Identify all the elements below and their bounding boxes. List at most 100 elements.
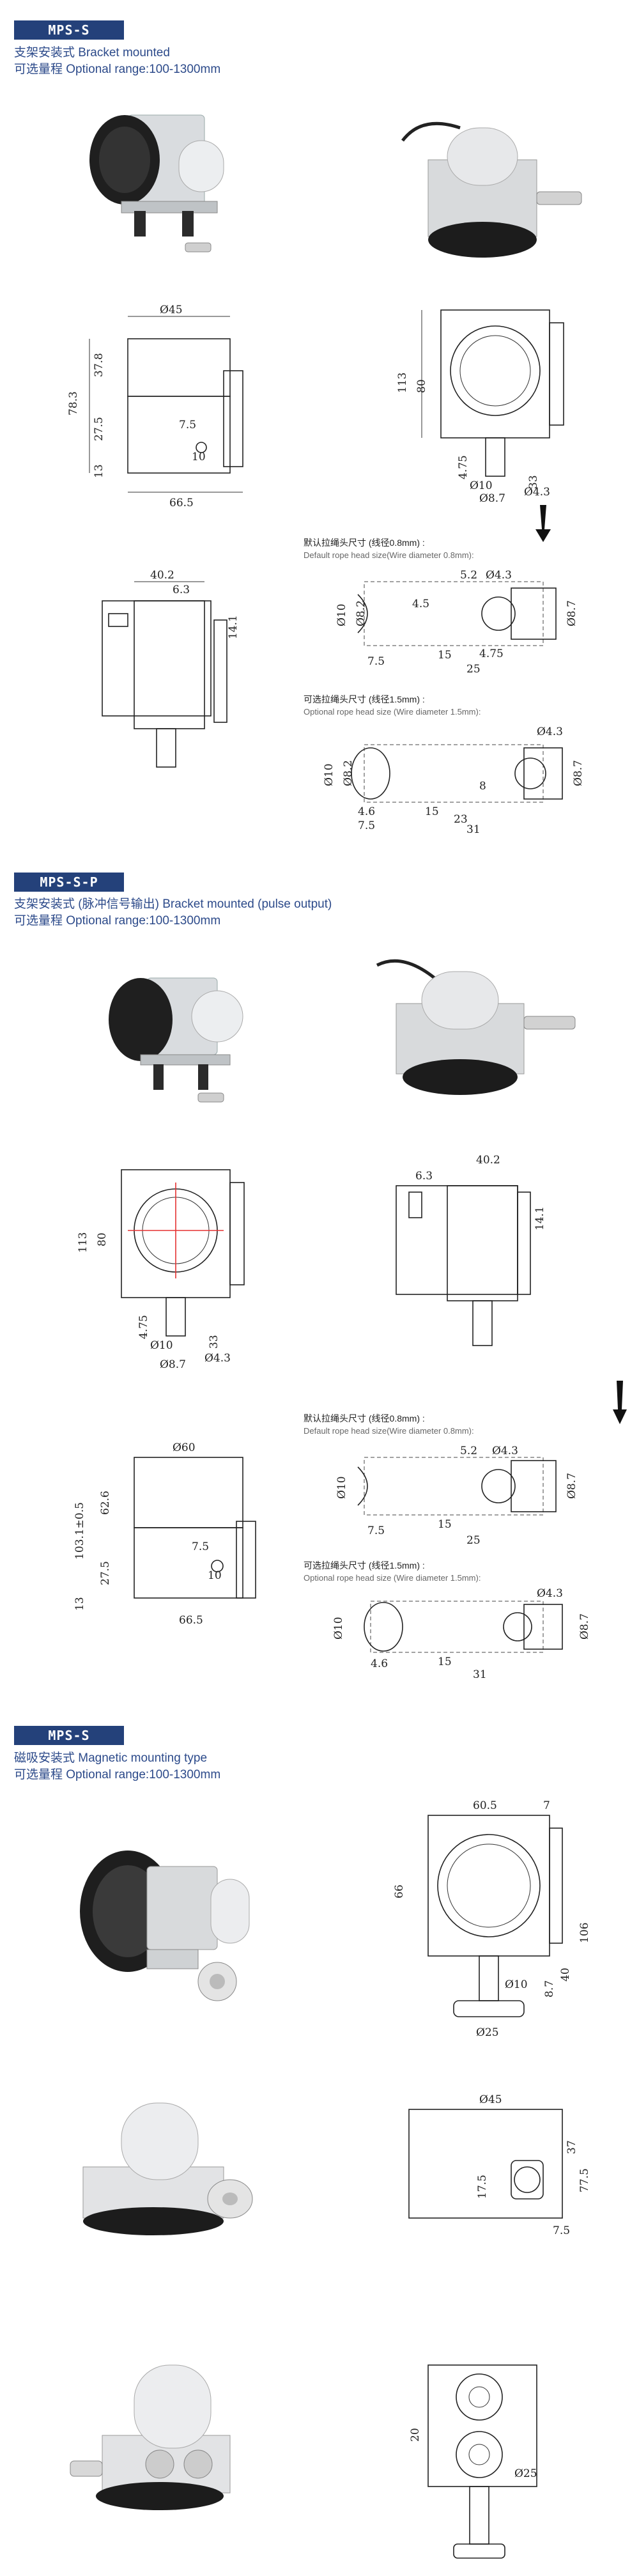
dim-rope2-d46: 4.6 xyxy=(358,805,375,818)
dim-rope1b-d87: Ø8.7 xyxy=(566,1473,578,1499)
dim-s2-d103: 103.1±0.5 xyxy=(73,1502,86,1560)
arrow-down-icon-2 xyxy=(613,1381,627,1424)
dim-rope1-d52: 5.2 xyxy=(460,569,477,582)
section-tag-mps-s-p: MPS-S-P xyxy=(14,873,124,892)
dim-s3-mid-d37: 37 xyxy=(566,2140,578,2154)
section3-desc-line2: 可选量程 Optional range:100-1300mm xyxy=(14,1768,221,1781)
dim-rope2-d43: Ø4.3 xyxy=(537,725,563,738)
dim-s2-side-d475: 4.75 xyxy=(137,1315,150,1339)
section-desc-line1: 支架安装式 Bracket mounted xyxy=(14,46,170,59)
drawing-side-s1: 113 80 4.75 Ø10 33 Ø8.7 Ø4.3 xyxy=(396,309,564,505)
dim-s3-mid-d77: 77.5 xyxy=(578,2168,591,2192)
drawing-magnetic-front: 60.5 7 66 106 40 Ø10 8.7 Ø25 xyxy=(393,1799,591,2039)
dim-s1-side-d475: 4.75 xyxy=(457,455,470,479)
dim-rope2-d87: Ø8.7 xyxy=(572,760,585,786)
dim-rope2-d15: 15 xyxy=(425,805,439,818)
dim-s3-d10: Ø10 xyxy=(505,1978,528,1991)
dim-s1-side-d10: Ø10 xyxy=(470,479,493,492)
dim-rope2b-d46: 4.6 xyxy=(371,1657,388,1670)
rope-note-optional-cn: 可选拉绳头尺寸 (线径1.5mm) : xyxy=(304,694,425,704)
dim-s3-mid-d175: 17.5 xyxy=(476,2175,489,2199)
dim-s3-d106: 106 xyxy=(578,1923,591,1943)
drawing-top-s1: 40.2 6.3 14.1 xyxy=(102,569,240,768)
dim-s1-d27: 27.5 xyxy=(93,417,105,441)
rope-note-default-cn: 默认拉绳头尺寸 (线径0.8mm) : xyxy=(304,538,425,548)
dim-s1-top-d40: 40.2 xyxy=(150,569,174,582)
drawing-side-s2: 113 80 4.75 Ø10 33 Ø8.7 Ø4.3 xyxy=(77,1169,245,1371)
dim-rope2-d8: 8 xyxy=(479,780,486,793)
dim-rope1-d10: Ø10 xyxy=(335,603,348,626)
dim-rope2b-d10: Ø10 xyxy=(332,1617,345,1640)
dim-s2-d60: Ø60 xyxy=(173,1441,196,1454)
section-tag-mps-s-magnetic: MPS-S xyxy=(14,1726,124,1745)
dim-rope1b-d10: Ø10 xyxy=(335,1476,348,1499)
product-photo-magnetic-3 xyxy=(70,2364,231,2510)
dim-rope1-d475: 4.75 xyxy=(479,648,504,660)
dim-rope1b-d52: 5.2 xyxy=(460,1445,477,1457)
dim-s3-mid-d75: 7.5 xyxy=(553,2224,570,2237)
dim-rope2-d82: Ø8.2 xyxy=(342,760,355,786)
dim-s2-top-d141: 14.1 xyxy=(534,1206,546,1230)
dim-s2-d66: 66.5 xyxy=(179,1614,203,1627)
dim-rope2b-d43: Ø4.3 xyxy=(537,1587,563,1600)
dim-s2-d13: 13 xyxy=(73,1597,86,1611)
product-photo-magnetic-2 xyxy=(82,2102,253,2235)
dim-rope2-d75: 7.5 xyxy=(358,819,375,832)
drawing-front-s2: Ø60 103.1±0.5 62.6 27.5 13 7.5 10 66.5 xyxy=(73,1441,256,1627)
dim-rope1b-d75: 7.5 xyxy=(367,1525,385,1537)
dim-s3-bot-d20: 20 xyxy=(409,2428,422,2442)
rope-note-default-2: 默认拉绳头尺寸 (线径0.8mm) : Default rope head si… xyxy=(304,1413,474,1437)
drawing-top-s2: 40.2 6.3 14.1 xyxy=(396,1154,546,1346)
dim-s3-d7: 7 xyxy=(543,1799,550,1812)
drawing-rope-optional-s2: Ø4.3 Ø10 Ø8.7 4.6 15 31 xyxy=(332,1587,591,1681)
dim-s2-d27: 27.5 xyxy=(99,1561,112,1585)
rope-note-optional-en-2: Optional rope head size (Wire diameter 1… xyxy=(304,1573,481,1583)
dim-s1-top-d141: 14.1 xyxy=(227,615,240,639)
dim-rope1-d87: Ø8.7 xyxy=(566,600,578,626)
dim-s2-d7: 7.5 xyxy=(192,1540,209,1553)
dim-rope1b-d25: 25 xyxy=(466,1534,481,1547)
dim-s1-d37: 37.8 xyxy=(93,353,105,377)
rope-note-optional-2: 可选拉绳头尺寸 (线径1.5mm) : Optional rope head s… xyxy=(304,1560,481,1584)
dim-s1-side-d87: Ø8.7 xyxy=(479,492,505,505)
rope-note-optional-cn-2: 可选拉绳头尺寸 (线径1.5mm) : xyxy=(304,1560,425,1571)
product-photo-magnetic-1 xyxy=(80,1851,250,2001)
section-tag-mps-s: MPS-S xyxy=(14,20,124,40)
dim-s3-d40: 40 xyxy=(559,1967,572,1982)
dim-s2-d10: 10 xyxy=(208,1569,222,1582)
dim-s1-top-d63: 6.3 xyxy=(173,584,190,596)
dim-rope2-d31: 31 xyxy=(466,823,481,834)
dim-rope1b-d15: 15 xyxy=(438,1518,452,1531)
dim-rope2b-d87: Ø8.7 xyxy=(578,1613,591,1640)
dim-rope1-d75: 7.5 xyxy=(367,655,385,668)
product-photo-bracket-cable xyxy=(401,121,582,258)
dim-rope1-d82: Ø8.2 xyxy=(355,600,367,626)
drawing-rope-optional-s1: Ø4.3 Ø10 Ø8.2 Ø8.7 4.6 7.5 15 23 31 8 xyxy=(323,725,585,834)
drawing-magnetic-mid: Ø45 37 77.5 17.5 7.5 xyxy=(408,2093,591,2237)
dim-rope2b-d31: 31 xyxy=(473,1668,487,1681)
dim-s3-d605: 60.5 xyxy=(473,1799,497,1812)
dim-s2-side-d10: Ø10 xyxy=(150,1339,173,1352)
dim-s1-side-d43: Ø4.3 xyxy=(524,486,550,499)
drawing-rope-default-s1: Ø4.3 5.2 Ø10 Ø8.2 Ø8.7 7.5 15 4.75 25 4.… xyxy=(335,569,578,676)
dim-s2-side-d43: Ø4.3 xyxy=(204,1352,231,1365)
dim-s2-side-d87: Ø8.7 xyxy=(160,1358,186,1371)
rope-note-optional: 可选拉绳头尺寸 (线径1.5mm) : Optional rope head s… xyxy=(304,694,481,718)
section2-desc-line1: 支架安装式 (脉冲信号输出) Bracket mounted (pulse ou… xyxy=(14,897,332,911)
dim-s3-d25: Ø25 xyxy=(476,2026,499,2039)
dim-s2-side-d80: 80 xyxy=(96,1232,109,1246)
dim-s1-d10: 10 xyxy=(192,451,206,463)
drawing-magnetic-bottom: 20 Ø25 xyxy=(409,2364,537,2559)
dim-s1-d78: 78.3 xyxy=(67,391,80,415)
drawing-front-s1: Ø45 78.3 37.8 27.5 13 7.5 10 66.5 xyxy=(67,304,243,509)
product-photo-pulse-cable xyxy=(376,959,576,1095)
dim-s3-d87: 8.7 xyxy=(543,1980,556,1998)
dim-s3-bot-d25: Ø25 xyxy=(514,2467,537,2480)
dim-s2-top-d40: 40.2 xyxy=(476,1154,500,1167)
dim-rope1-d15: 15 xyxy=(438,649,452,662)
rope-note-default-en: Default rope head size(Wire diameter 0.8… xyxy=(304,550,474,560)
product-photo-bracket-angled xyxy=(89,114,224,252)
rope-note-default-en-2: Default rope head size(Wire diameter 0.8… xyxy=(304,1426,474,1436)
drawing-rope-default-s2: Ø4.3 5.2 Ø10 Ø8.7 7.5 15 25 xyxy=(335,1445,578,1547)
dim-rope2-d23: 23 xyxy=(454,813,468,826)
